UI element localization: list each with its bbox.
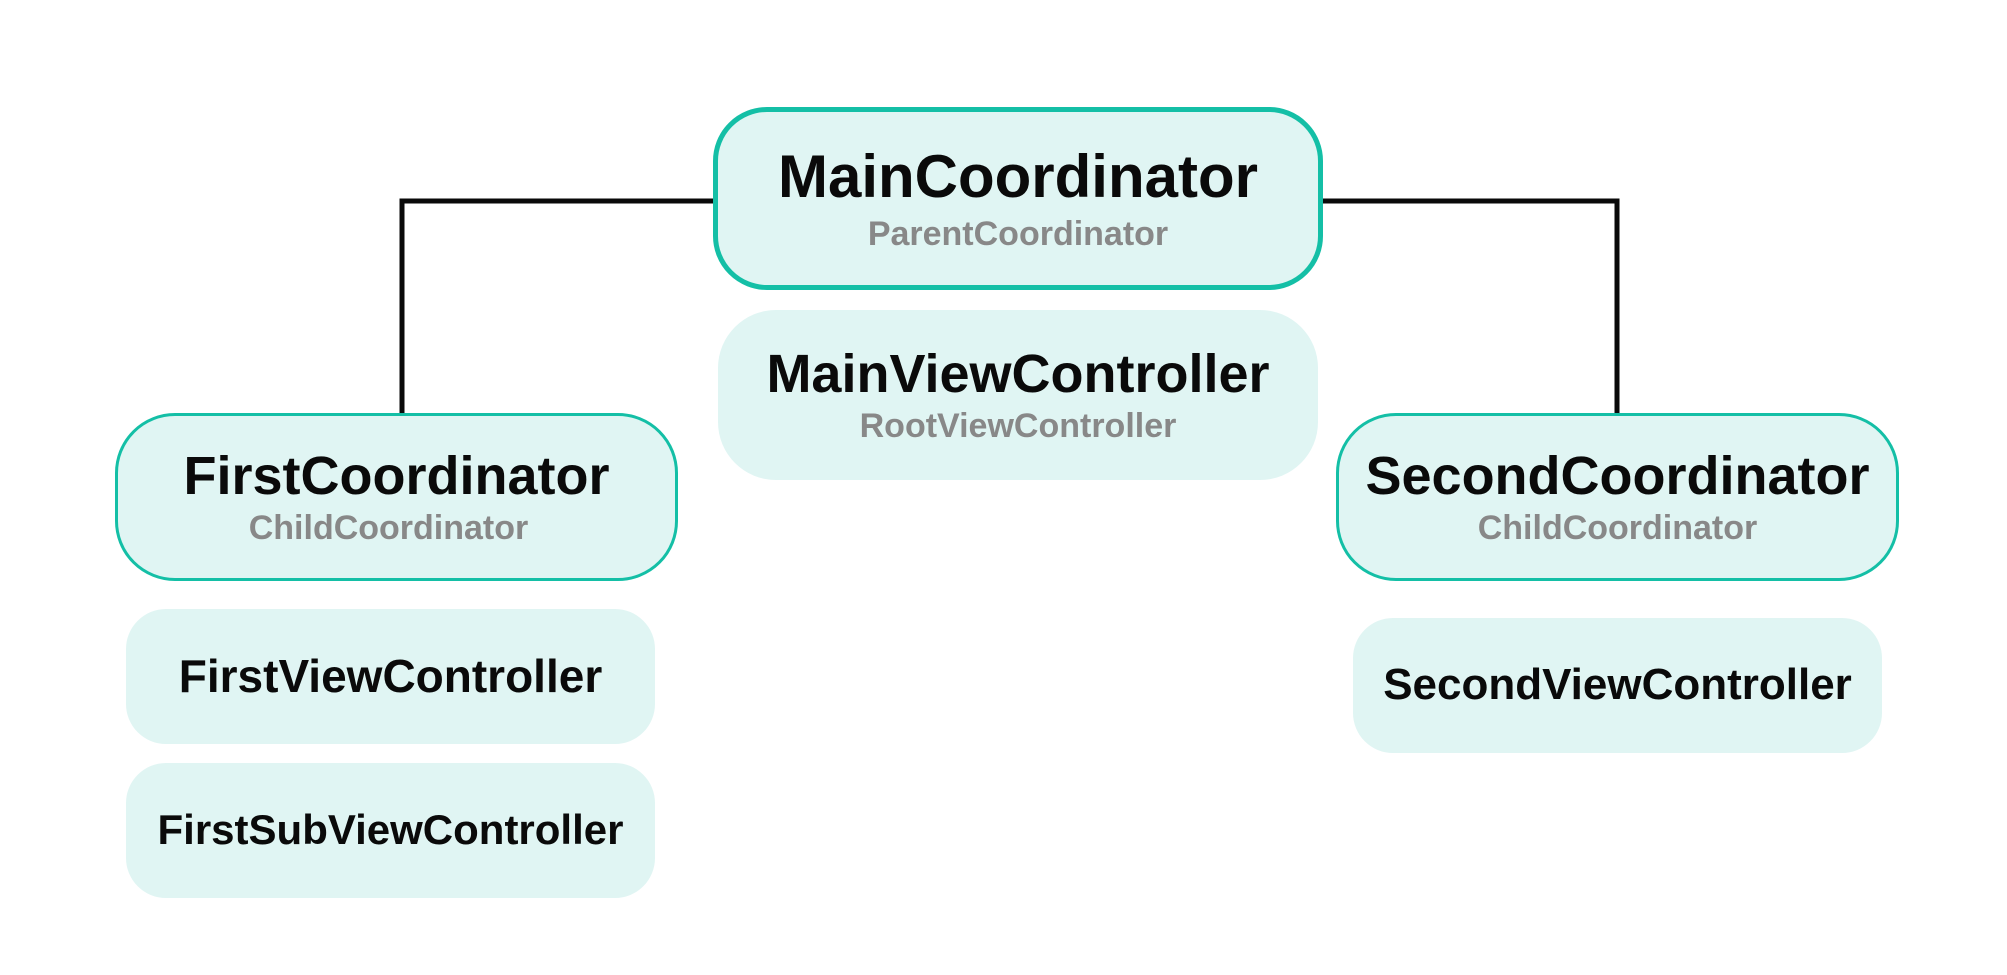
main-view-controller-node: MainViewController RootViewController	[718, 310, 1318, 480]
first-coordinator-role: ChildCoordinator	[248, 509, 529, 547]
first-view-controller-node: FirstViewController	[126, 609, 655, 744]
first-sub-view-controller-node: FirstSubViewController	[126, 763, 655, 898]
second-coordinator-role: ChildCoordinator	[1477, 509, 1758, 547]
main-coordinator-node: MainCoordinator ParentCoordinator	[713, 107, 1323, 290]
second-view-controller-title: SecondViewController	[1383, 660, 1852, 710]
first-coordinator-node: FirstCoordinator ChildCoordinator	[115, 413, 678, 581]
first-sub-view-controller-title: FirstSubViewController	[157, 806, 624, 854]
second-coordinator-title: SecondCoordinator	[1365, 445, 1870, 506]
main-view-controller-title: MainViewController	[766, 343, 1270, 404]
connector-main-to-first	[399, 198, 713, 419]
main-coordinator-role: ParentCoordinator	[867, 214, 1169, 253]
first-view-controller-title: FirstViewController	[178, 650, 603, 703]
second-view-controller-node: SecondViewController	[1353, 618, 1882, 753]
second-coordinator-node: SecondCoordinator ChildCoordinator	[1336, 413, 1899, 581]
connector-main-to-second	[1323, 198, 1620, 419]
main-view-controller-role: RootViewController	[859, 407, 1177, 445]
first-coordinator-title: FirstCoordinator	[183, 445, 610, 506]
main-coordinator-title: MainCoordinator	[778, 142, 1258, 210]
